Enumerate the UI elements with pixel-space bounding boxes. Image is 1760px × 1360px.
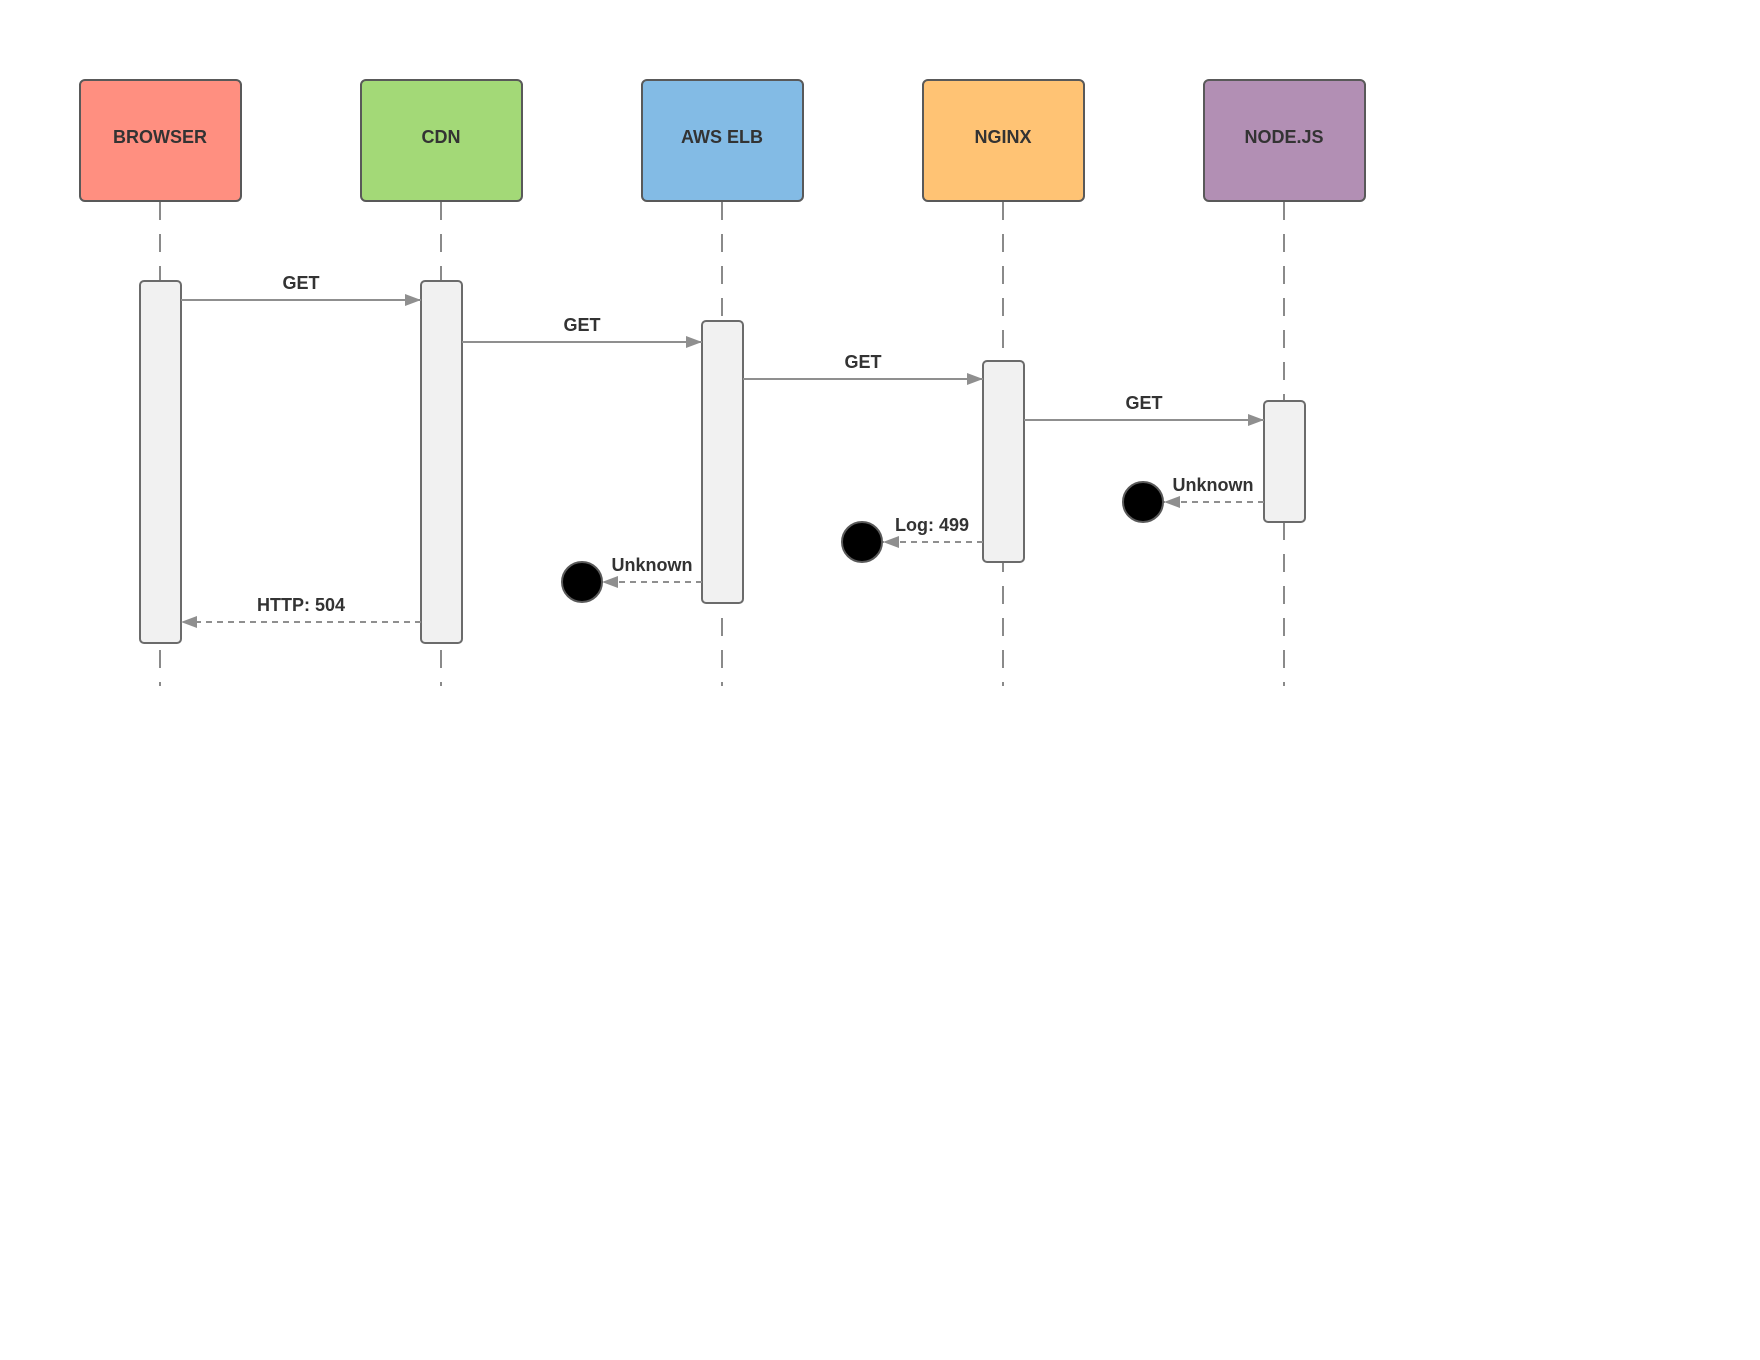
- participant-label-nginx: NGINX: [974, 127, 1031, 147]
- activation-cdn[interactable]: [420, 280, 463, 644]
- participant-box-nginx: [922, 79, 1085, 202]
- participant-label-browser: BROWSER: [113, 127, 207, 147]
- activations: [139, 280, 1306, 644]
- message-label: GET: [844, 352, 881, 372]
- message-label: GET: [282, 273, 319, 293]
- message-unknown-node[interactable]: Unknown: [1122, 475, 1264, 523]
- message-label: Unknown: [1173, 475, 1254, 495]
- participant-label-nodejs: NODE.JS: [1244, 127, 1323, 147]
- participant-nginx[interactable]: NGINX: [922, 79, 1085, 202]
- participant-box-cdn: [360, 79, 523, 202]
- message-label: GET: [1125, 393, 1162, 413]
- activation-aws-elb[interactable]: [701, 320, 744, 604]
- message-label: GET: [563, 315, 600, 335]
- participant-box-browser: [79, 79, 242, 202]
- participant-box-nodejs: [1203, 79, 1366, 202]
- message-get-nginx-node[interactable]: GET: [1024, 393, 1264, 426]
- activation-browser[interactable]: [139, 280, 182, 644]
- participant-label-cdn: CDN: [422, 127, 461, 147]
- message-label: Unknown: [612, 555, 693, 575]
- participant-nodejs[interactable]: NODE.JS: [1203, 79, 1366, 202]
- message-log-499-nginx[interactable]: Log: 499: [841, 515, 983, 563]
- participant-box-aws-elb: [641, 79, 804, 202]
- message-get-elb-nginx[interactable]: GET: [743, 352, 983, 385]
- participant-cdn[interactable]: CDN: [360, 79, 523, 202]
- message-unknown-elb[interactable]: Unknown: [561, 555, 702, 603]
- message-label: Log: 499: [895, 515, 969, 535]
- participant-label-aws-elb: AWS ELB: [681, 127, 763, 147]
- participant-browser[interactable]: BROWSER: [79, 79, 242, 202]
- lost-message-endpoint: [1122, 481, 1164, 523]
- message-get-cdn-elb[interactable]: GET: [462, 315, 702, 348]
- message-get-browser-cdn[interactable]: GET: [181, 273, 421, 306]
- participant-aws-elb[interactable]: AWS ELB: [641, 79, 804, 202]
- lost-message-endpoint: [561, 561, 603, 603]
- activation-nginx[interactable]: [982, 360, 1025, 563]
- message-label: HTTP: 504: [257, 595, 345, 615]
- lost-message-endpoint: [841, 521, 883, 563]
- activation-nodejs[interactable]: [1263, 400, 1306, 523]
- message-http-504[interactable]: HTTP: 504: [181, 595, 421, 628]
